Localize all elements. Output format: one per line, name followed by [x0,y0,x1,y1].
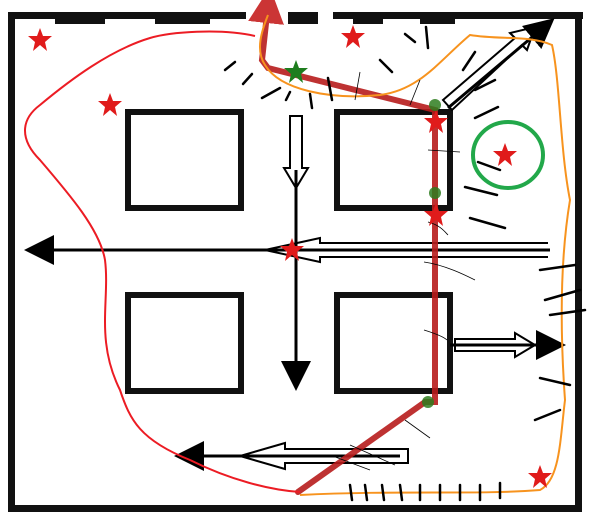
room-bottom-left [125,292,244,394]
flow-arrows [23,18,566,471]
star-icon [28,28,52,51]
star-icon [98,93,122,116]
double-arrow-icon [264,236,548,264]
rooms [125,109,453,394]
outer-walls [8,12,583,512]
green-markers [422,99,441,408]
red-outline [24,30,301,493]
orange-outline [258,14,572,496]
star-icon [341,25,365,48]
star-icon [493,143,517,166]
star-icon [528,465,552,488]
room-top-left [125,109,244,211]
double-arrow-icon [282,115,310,190]
double-arrow-icon [236,441,409,471]
highlight-circle [471,120,545,190]
room-top-right [334,109,453,211]
double-arrow-icon [454,331,537,359]
hatch-marks [223,25,587,502]
room-bottom-right [334,292,453,394]
sketch-lines [329,71,476,471]
